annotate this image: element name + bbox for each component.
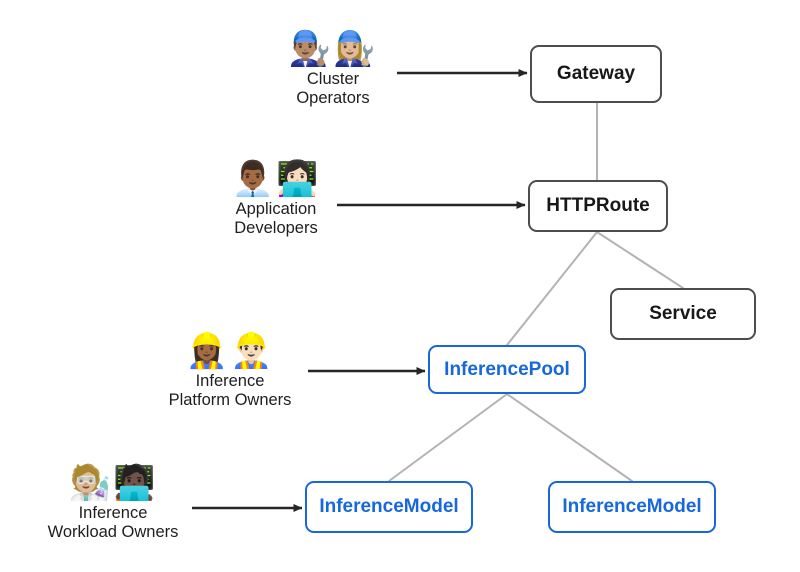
edge-httproute-inferencepool xyxy=(506,231,598,346)
node-inferencemodel-right-label: InferenceModel xyxy=(562,496,702,517)
node-inferencemodel-right[interactable]: InferenceModel xyxy=(548,481,716,533)
node-gateway-label: Gateway xyxy=(556,63,636,84)
cluster-operators-label-line1: Cluster xyxy=(306,70,360,88)
edge-inferencepool-inferencemodel-left xyxy=(388,393,508,482)
persona-application-developers: 👨🏾‍💼👩🏻‍💻 Application Developers xyxy=(200,162,352,239)
node-inferencemodel-left[interactable]: InferenceModel xyxy=(305,481,473,533)
node-gateway[interactable]: Gateway xyxy=(530,45,662,103)
node-inferencepool[interactable]: InferencePool xyxy=(428,345,586,394)
application-developers-label-line2: Developers xyxy=(234,219,318,238)
inference-platform-owners-icons: 👷🏾‍♀️👷🏻‍♂️ xyxy=(185,331,275,371)
cluster-operators-icons: 👨🏽‍🔧👩🏼‍🔧 xyxy=(288,29,378,69)
node-inferencepool-label: InferencePool xyxy=(444,358,570,380)
edge-inferencepool-inferencemodel-right xyxy=(506,393,633,482)
inference-workload-owners-label-line1: Inference xyxy=(78,504,148,522)
application-developers-icons: 👨🏾‍💼👩🏻‍💻 xyxy=(231,159,321,199)
node-httproute-label: HTTPRoute xyxy=(546,195,650,216)
inference-workload-owners-label-line2: Workload Owners xyxy=(47,523,179,542)
inference-workload-owners-icons: 🧑🏼‍🔬🧑🏿‍💻 xyxy=(68,463,158,503)
node-httproute[interactable]: HTTPRoute xyxy=(528,180,668,232)
node-service[interactable]: Service xyxy=(610,288,756,340)
persona-inference-workload-owners: 🧑🏼‍🔬🧑🏿‍💻 Inference Workload Owners xyxy=(32,466,194,543)
node-inferencemodel-left-label: InferenceModel xyxy=(319,496,459,517)
inference-platform-owners-label-line2: Platform Owners xyxy=(168,391,292,410)
cluster-operators-label-line2: Operators xyxy=(296,89,370,108)
inference-platform-owners-label-line1: Inference xyxy=(195,372,265,390)
persona-inference-platform-owners: 👷🏾‍♀️👷🏻‍♂️ Inference Platform Owners xyxy=(152,334,308,411)
persona-cluster-operators: 👨🏽‍🔧👩🏼‍🔧 Cluster Operators xyxy=(265,32,401,109)
node-service-label: Service xyxy=(649,303,717,324)
edge-httproute-service xyxy=(596,231,684,289)
application-developers-label-line1: Application xyxy=(235,200,317,218)
